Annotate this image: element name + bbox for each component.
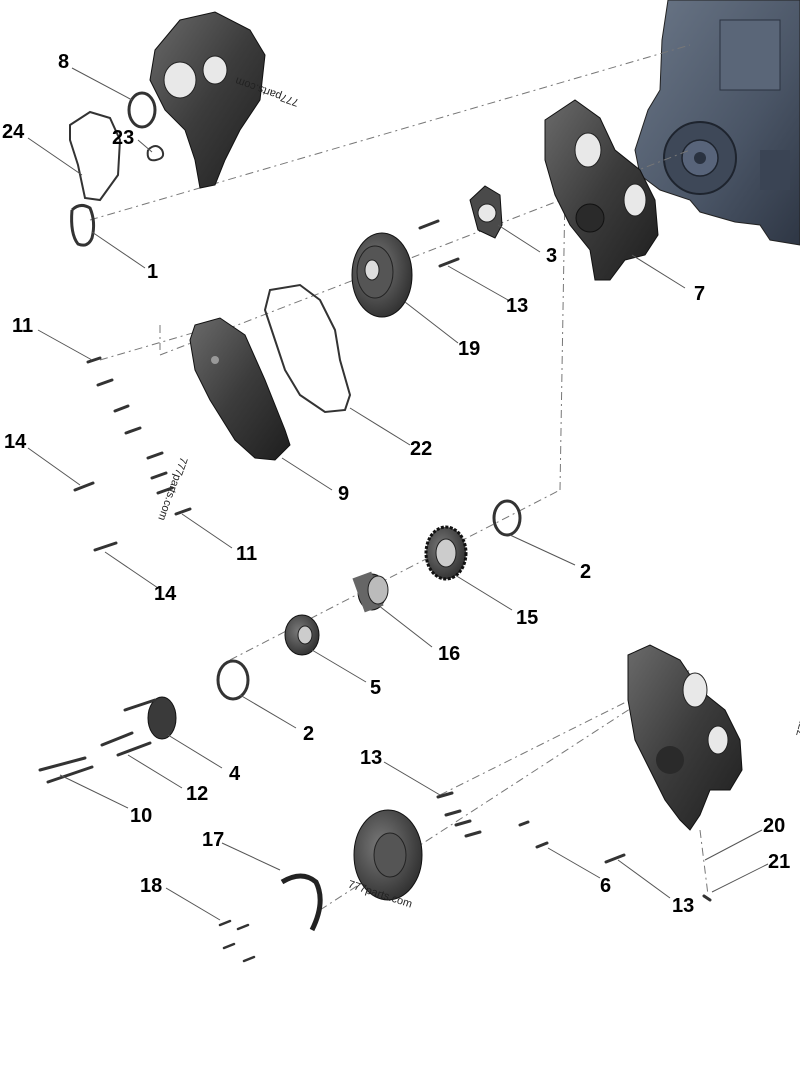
callout-13-middle: 13	[360, 747, 382, 769]
callout-2-upper: 2	[580, 561, 591, 583]
callout-11-upper: 11	[12, 315, 33, 337]
callout-14-upper: 14	[4, 431, 27, 453]
callout-17: 17	[202, 829, 224, 851]
callout-21: 21	[768, 851, 790, 873]
gear-15	[424, 525, 468, 581]
callout-15: 15	[516, 607, 538, 629]
plate-4	[147, 696, 177, 740]
leader-lines	[27, 67, 769, 921]
o-ring-2-lower	[216, 659, 250, 701]
o-ring-2-upper	[492, 499, 522, 537]
wheel-17	[280, 809, 423, 932]
callout-10: 10	[130, 805, 152, 827]
screws-18	[218, 919, 256, 963]
callout-24: 24	[2, 121, 25, 143]
bolts-10-12	[38, 698, 157, 784]
callout-7: 7	[694, 283, 705, 305]
engine-block	[634, 0, 800, 246]
o-ring-8	[127, 91, 157, 129]
callout-16: 16	[438, 643, 460, 665]
housing-7	[544, 99, 659, 281]
bolts-11-14-left	[73, 356, 192, 552]
callout-18: 18	[140, 875, 162, 897]
callout-22: 22	[410, 438, 432, 460]
pulley-19	[351, 232, 413, 318]
callout-13-upper: 13	[506, 295, 528, 317]
callouts: 8 24 23 1 3 13 7 19 11 22 9 14 11 14 2 1…	[2, 51, 790, 917]
housing-lower	[627, 644, 743, 831]
callout-2-lower: 2	[303, 723, 314, 745]
callout-9: 9	[338, 483, 349, 505]
gasket-22	[263, 283, 352, 414]
timing-cover-upper	[149, 11, 266, 189]
callout-23: 23	[112, 127, 134, 149]
callout-13-lower: 13	[672, 895, 694, 917]
callout-4: 4	[229, 763, 241, 785]
callout-8: 8	[58, 51, 69, 73]
callout-1: 1	[147, 261, 158, 283]
seal-23	[146, 145, 165, 162]
watermark-edge: 777	[795, 717, 800, 738]
flange-3	[469, 185, 503, 239]
callout-19: 19	[458, 338, 480, 360]
hub-5	[284, 614, 320, 656]
callout-11-lower: 11	[236, 543, 257, 565]
callout-20: 20	[763, 815, 785, 837]
callout-5: 5	[370, 677, 381, 699]
callout-12: 12	[186, 783, 208, 805]
bolts-13-6-lower	[436, 791, 712, 902]
bolts-13-upper	[418, 219, 460, 268]
gasket-1	[70, 203, 96, 247]
gasket-24	[69, 110, 122, 202]
bushing-16	[352, 571, 389, 613]
callout-3: 3	[546, 245, 557, 267]
callout-6: 6	[600, 875, 611, 897]
callout-14-lower: 14	[154, 583, 177, 605]
cover-9	[189, 317, 291, 461]
